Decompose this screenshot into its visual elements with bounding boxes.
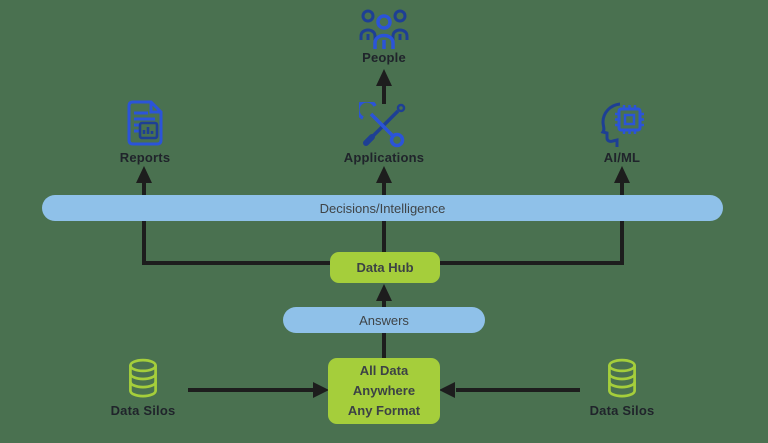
people-icon bbox=[356, 5, 412, 51]
data-hub-box: Data Hub bbox=[330, 252, 440, 283]
applications-label: Applications bbox=[343, 150, 425, 165]
answers-bar: Answers bbox=[283, 307, 485, 333]
all-data-line-3: Any Format bbox=[347, 403, 421, 418]
head-chip-icon bbox=[597, 99, 647, 149]
database-icon bbox=[604, 357, 640, 401]
arrowhead-to-people bbox=[376, 69, 392, 86]
people-label: People bbox=[362, 50, 406, 65]
decisions-intelligence-label: Decisions/Intelligence bbox=[319, 200, 446, 216]
all-data-box: All Data Anywhere Any Format bbox=[328, 358, 440, 424]
all-data-line-1: All Data bbox=[359, 363, 409, 378]
aiml-label: AI/ML bbox=[603, 150, 641, 165]
elbow-datahub-right bbox=[438, 219, 624, 265]
arrowhead-to-datahub bbox=[376, 284, 392, 301]
arrowhead-to-applications bbox=[376, 166, 392, 183]
arrowhead-left-silo bbox=[313, 382, 329, 398]
report-document-icon bbox=[122, 99, 168, 147]
arrowhead-to-aiml bbox=[614, 166, 630, 183]
arrowhead-to-reports bbox=[136, 166, 152, 183]
data-silos-right-label: Data Silos bbox=[589, 403, 655, 418]
all-data-line-2: Anywhere bbox=[352, 383, 416, 398]
decisions-intelligence-bar: Decisions/Intelligence bbox=[42, 195, 723, 221]
data-hub-label: Data Hub bbox=[356, 259, 414, 275]
data-silos-left-label: Data Silos bbox=[110, 403, 176, 418]
arrowhead-right-silo bbox=[439, 382, 455, 398]
elbow-datahub-left bbox=[142, 219, 332, 265]
database-icon bbox=[125, 357, 161, 401]
answers-label: Answers bbox=[359, 312, 409, 328]
reports-label: Reports bbox=[119, 150, 171, 165]
crossed-tools-icon bbox=[359, 102, 407, 150]
